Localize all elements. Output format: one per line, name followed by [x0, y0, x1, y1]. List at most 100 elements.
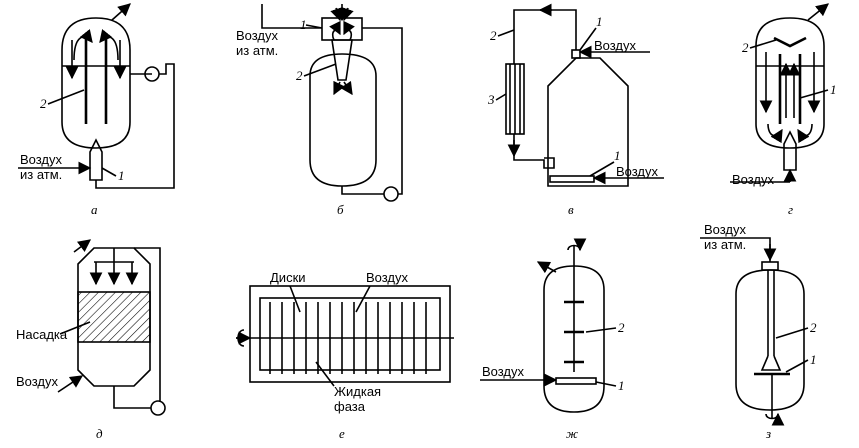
scheme-b: Воздух из атм. 1 2 б: [236, 4, 403, 217]
exhaust-arrow-d: [73, 239, 92, 253]
label-air-atm-b1: Воздух: [236, 28, 279, 43]
air-nozzle-top-v: [571, 49, 581, 59]
drain-line-d: [113, 386, 151, 409]
top-flange-z: [761, 261, 779, 271]
vessel-b: [309, 53, 377, 187]
vessel-z: [735, 269, 805, 411]
air-line-b: [261, 4, 322, 29]
label-1-zh: 1: [618, 378, 625, 393]
label-air-bottom-v: Воздух: [616, 164, 659, 179]
label-1-b: 1: [300, 17, 307, 32]
label-1-top-v: 1: [596, 14, 603, 29]
pump-d: [150, 400, 166, 416]
spray-arrow-b2: [340, 80, 353, 96]
sparger-v: [549, 175, 595, 183]
label-2-v: 2: [490, 28, 497, 43]
label-air-e: Воздух: [366, 270, 409, 285]
leader-2-b: [303, 63, 337, 77]
packing-bed-d: [77, 291, 151, 343]
leader-1-b: [305, 24, 323, 29]
label-disks-e: Диски: [270, 270, 306, 285]
caption-b: б: [337, 202, 344, 217]
vessel-g: [755, 17, 825, 149]
spray-arrow-b1: [333, 80, 345, 96]
recycle-line-a: [95, 63, 175, 189]
label-packing-d: Насадка: [16, 327, 68, 342]
leader-2-v: [497, 29, 515, 37]
air-arrow-b1: [330, 7, 343, 22]
caption-d: д: [96, 426, 103, 441]
label-liquid-e1: Жидкая: [334, 384, 381, 399]
recycle-line-v: [513, 9, 577, 64]
drain-line-b: [341, 186, 384, 195]
swirl-b1: [329, 20, 341, 41]
leader-3-v: [495, 93, 507, 101]
loop-arrow-g1: [767, 123, 783, 144]
caption-v: в: [568, 202, 574, 217]
diffuser-z: [760, 355, 782, 371]
air-arrow-b2: [341, 7, 354, 22]
nozzle-g: [783, 130, 797, 171]
leader-1-bottom-v: [589, 161, 615, 177]
air-inlet-d: [57, 375, 84, 393]
deflector-g: [773, 36, 807, 48]
recycle-line-b: [362, 27, 403, 195]
label-air-atm-a2: из атм.: [20, 167, 62, 182]
label-1-g: 1: [830, 82, 837, 97]
column-d: [77, 247, 151, 387]
label-2-b: 2: [296, 68, 303, 83]
circulation-arrow-a1: [73, 29, 93, 61]
caption-g: г: [788, 202, 793, 217]
exhaust-arrow-zh: [536, 261, 557, 274]
scheme-e: Диски Воздух Жидкая фаза е: [236, 270, 454, 441]
caption-a: а: [91, 202, 98, 217]
label-air-atm-a1: Воздух: [20, 152, 63, 167]
exhaust-arrow-a: [111, 3, 131, 21]
vessel-zh: [543, 265, 605, 413]
label-air-zh: Воздух: [482, 364, 525, 379]
pump-b: [383, 186, 399, 202]
label-air-d: Воздух: [16, 374, 59, 389]
caption-zh: ж: [566, 426, 578, 441]
trough-outer-e: [249, 285, 451, 383]
rotation-arrow-zh: [567, 238, 587, 252]
nozzle-a: [89, 138, 103, 181]
caption-z: з: [765, 426, 771, 441]
leader-2-z: [775, 327, 809, 339]
leader-1-top-v: [579, 27, 597, 51]
sparger-zh: [555, 377, 597, 385]
leader-1-zh: [595, 381, 617, 387]
leader-2-zh: [585, 327, 617, 333]
vessel-a: [61, 17, 131, 149]
recycle-line-d: [134, 247, 161, 402]
trough-inner-e: [259, 297, 441, 371]
leader-1-g: [799, 89, 829, 99]
exhaust-arrow-g: [807, 3, 829, 21]
label-3-v: 3: [487, 92, 495, 107]
label-air-g: Воздух: [732, 172, 775, 187]
label-2-a: 2: [40, 96, 47, 111]
leader-disks-e: [289, 285, 301, 313]
circulation-arrow-a2: [99, 29, 119, 61]
scheme-a: Воздух из атм. 2 1 а: [18, 3, 175, 217]
return-line-v: [513, 134, 555, 169]
label-2-zh: 2: [618, 320, 625, 335]
caption-e: е: [339, 426, 345, 441]
leader-2-g: [749, 39, 777, 49]
label-1-bottom-v: 1: [614, 148, 621, 163]
leader-1-z: [785, 359, 809, 373]
scheme-v: Воздух Воздух 1 1 2 3 в: [487, 3, 664, 217]
scheme-d: Воздух Насадка д: [16, 239, 166, 441]
label-air-top-v: Воздух: [594, 38, 637, 53]
ejector-nozzle-b: [331, 39, 353, 81]
leader-packing-d: [59, 321, 91, 335]
swirl-b2: [343, 20, 355, 41]
label-air-atm-b2: из атм.: [236, 43, 278, 58]
label-1-a: 1: [118, 168, 125, 183]
disks-e: [269, 302, 427, 374]
label-air-atm-z2: из атм.: [704, 237, 746, 252]
label-liquid-e2: фаза: [334, 399, 366, 414]
scheme-zh: Воздух 2 1 ж: [480, 238, 625, 441]
label-1-z: 1: [810, 352, 817, 367]
